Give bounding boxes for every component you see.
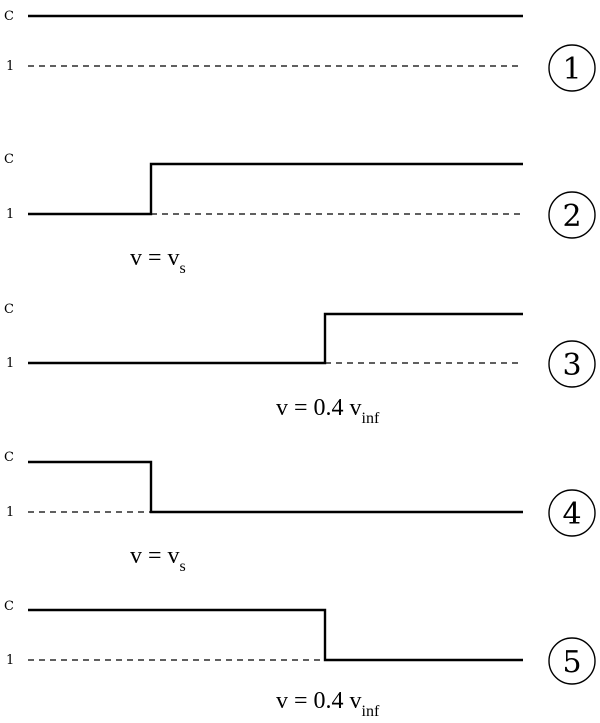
label-c: C xyxy=(4,302,14,317)
step-up-profile xyxy=(28,162,523,216)
velocity-annotation: v = vs xyxy=(130,543,186,575)
velocity-annotation: v = vs xyxy=(130,245,186,277)
label-1: 1 xyxy=(6,59,14,74)
panel-number: 3 xyxy=(562,348,581,383)
annotation-subscript: inf xyxy=(362,410,380,427)
panel-number-circle xyxy=(548,637,596,685)
label-1: 1 xyxy=(6,505,14,520)
label-c: C xyxy=(4,450,14,465)
label-c: C xyxy=(4,599,14,614)
panel-5: C 1 5 v = 0.4 vinf xyxy=(4,599,596,720)
panel-number: 5 xyxy=(562,645,581,680)
velocity-annotation: v = 0.4 vinf xyxy=(276,688,380,720)
panel-number-circle xyxy=(548,489,596,537)
panel-number-circle xyxy=(548,44,596,92)
panel-number: 4 xyxy=(562,497,581,532)
label-c: C xyxy=(4,9,14,24)
panel-1: C 1 1 xyxy=(4,9,596,92)
label-1: 1 xyxy=(6,653,14,668)
velocity-annotation: v = 0.4 vinf xyxy=(276,395,380,427)
label-c: C xyxy=(4,152,14,167)
annotation-subscript: s xyxy=(180,260,186,277)
panel-number: 2 xyxy=(562,199,581,234)
annotation-subscript: s xyxy=(180,558,186,575)
panel-number-circle xyxy=(548,191,596,239)
label-1: 1 xyxy=(6,356,14,371)
annotation-subscript: inf xyxy=(362,703,380,720)
panel-number-circle xyxy=(548,340,596,388)
annotation-main: v = 0.4 v xyxy=(276,395,362,421)
panel-2: C 1 2 v = vs xyxy=(4,152,596,277)
panel-number: 1 xyxy=(562,52,581,87)
annotation-main: v = v xyxy=(130,543,180,569)
step-down-profile xyxy=(28,460,523,514)
step-down-profile xyxy=(28,608,523,662)
panel-4: C 1 4 v = vs xyxy=(4,450,596,575)
label-1: 1 xyxy=(6,207,14,222)
panel-3: C 1 3 v = 0.4 vinf xyxy=(4,302,596,427)
step-up-profile xyxy=(28,312,523,365)
annotation-main: v = v xyxy=(130,245,180,271)
annotation-main: v = 0.4 v xyxy=(276,688,362,714)
